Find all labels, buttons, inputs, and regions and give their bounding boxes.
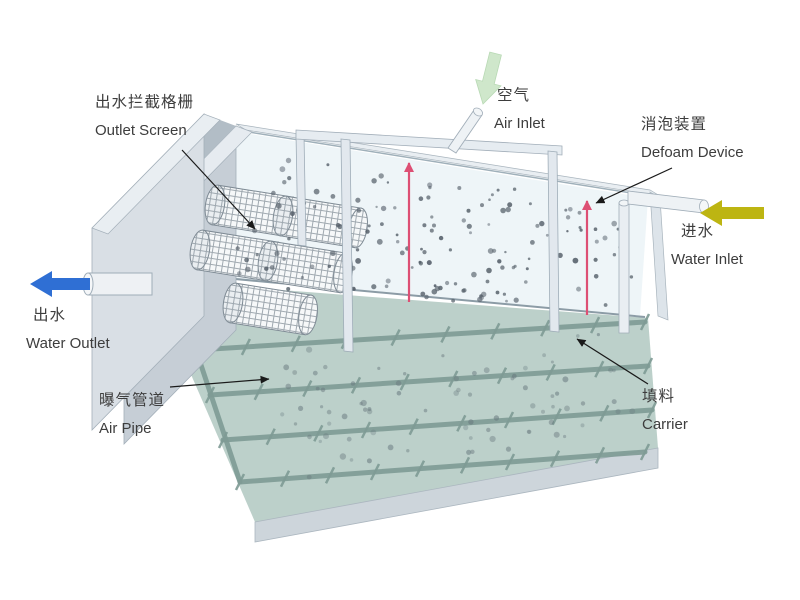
frame-post-right [547,150,560,333]
label-air-inlet: 空气 Air Inlet [494,83,545,132]
label-air-pipe-en: Air Pipe [99,420,152,437]
chamber-outer-wall-top [91,113,221,235]
label-defoam-device: 消泡装置 Defoam Device [641,112,744,161]
air-pipe-leader-arrow [169,375,270,388]
right-wall [649,191,669,321]
label-carrier-en: Carrier [642,416,688,433]
label-carrier: 填料 Carrier [642,384,688,433]
label-outlet-screen: 出水拦截格栅 Outlet Screen [95,90,194,139]
back-wall-edge [235,129,651,197]
label-air-inlet-en: Air Inlet [494,115,545,132]
frame-beam [295,129,563,156]
water-inlet-pipe [618,190,709,334]
label-water-outlet-en: Water Outlet [26,335,110,352]
label-water-inlet-en: Water Inlet [671,251,743,268]
label-air-inlet-zh: 空气 [497,87,531,104]
carrier-dots-submerged [280,333,636,480]
support-frame [295,129,563,353]
label-defoam-device-zh: 消泡装置 [641,116,708,133]
label-air-pipe-zh: 曝气管道 [99,392,166,409]
air-inlet-pipe [447,107,483,154]
air-inlet-arrow [475,51,502,105]
label-outlet-screen-en: Outlet Screen [95,122,187,139]
label-water-outlet-zh: 出水 [33,307,67,324]
carrier-leader-arrow [576,338,649,385]
label-defoam-device-en: Defoam Device [641,144,744,161]
water-outlet-arrow [30,271,90,297]
air-pipe-grid [190,313,658,491]
outlet-screen-leader-arrow [181,149,256,230]
label-carrier-zh: 填料 [642,388,676,405]
frame-post-mid [340,138,354,353]
tank-base-edge [254,447,659,543]
label-outlet-screen-zh: 出水拦截格栅 [95,94,195,111]
label-water-outlet: 出水 Water Outlet [26,303,110,352]
label-air-pipe: 曝气管道 Air Pipe [99,388,165,437]
frame-post-left [295,133,307,247]
defoam-leader-arrow [595,167,673,204]
water-outlet-pipe [82,272,153,296]
water-inlet-arrow [700,200,764,226]
label-water-inlet: 进水 Water Inlet [671,219,743,268]
label-water-inlet-zh: 进水 [681,223,715,240]
waterline-edge [159,271,646,318]
